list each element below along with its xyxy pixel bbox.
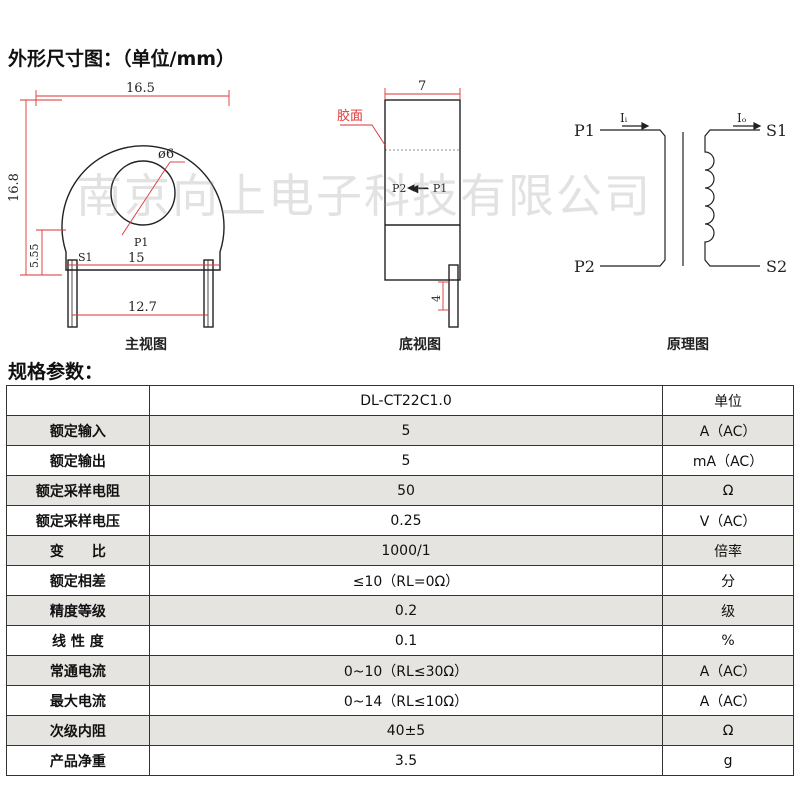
spec-name-cell: 次级内阻 xyxy=(6,715,150,746)
front-view-dimensions xyxy=(20,90,230,316)
spec-unit-cell: V（AC） xyxy=(662,505,794,536)
spec-name-cell: 精度等级 xyxy=(6,595,150,626)
spec-value-cell: 0~10（RL≤30Ω） xyxy=(148,655,664,686)
principle-diagram xyxy=(600,122,762,267)
principle-p1-label: P1 xyxy=(574,121,595,140)
spec-unit-cell: % xyxy=(662,625,794,656)
spec-value-cell: 5 xyxy=(148,445,664,476)
spec-name-cell: 最大电流 xyxy=(6,685,150,716)
spec-name-cell: 额定输出 xyxy=(6,445,150,476)
principle-s2-label: S2 xyxy=(766,257,787,276)
spec-table-row: 额定相差≤10（RL=0Ω）分 xyxy=(6,565,794,596)
spec-value-cell: 1000/1 xyxy=(148,535,664,566)
spec-unit-cell: 级 xyxy=(662,595,794,626)
spec-unit-cell: mA（AC） xyxy=(662,445,794,476)
spec-value-cell: 3.5 xyxy=(148,745,664,776)
spec-name-cell: 额定采样电压 xyxy=(6,505,150,536)
spec-unit-cell: A（AC） xyxy=(662,655,794,686)
spec-table-header: DL-CT22C1.0 单位 xyxy=(6,385,794,416)
principle-view-caption: 原理图 xyxy=(667,337,709,353)
pin-length-label: 4 xyxy=(430,295,443,302)
front-view-drawing xyxy=(61,145,225,328)
spec-section-title: 规格参数： xyxy=(8,361,104,383)
spec-unit-cell: Ω xyxy=(662,715,794,746)
pin-spacing-label: 12.7 xyxy=(128,300,157,315)
spec-value-cell: 0.2 xyxy=(148,595,664,626)
principle-p2-label: P2 xyxy=(574,257,595,276)
glue-surface-label: 胶面 xyxy=(337,108,363,124)
spec-value-cell: 0.1 xyxy=(148,625,664,656)
input-current-label: Iᵢ xyxy=(620,111,628,125)
spec-value-cell: ≤10（RL=0Ω） xyxy=(148,565,664,596)
current-direction-label: P2 ◀— P1 xyxy=(392,182,447,195)
spec-unit-cell: 分 xyxy=(662,565,794,596)
bottom-view-dimensions xyxy=(340,88,461,311)
spec-name-cell: 变 比 xyxy=(6,535,150,566)
dimension-drawings: 16.5 16.8 ø6 5.55 15 12.7 S1 P1 7 胶面 P2 … xyxy=(7,79,787,328)
front-view-caption: 主视图 xyxy=(125,337,167,353)
spec-value-cell: 0.25 xyxy=(148,505,664,536)
principle-s1-label: S1 xyxy=(766,121,787,140)
bottom-width-label: 7 xyxy=(418,79,426,94)
spec-unit-cell: Ω xyxy=(662,475,794,506)
spec-unit-cell: g xyxy=(662,745,794,776)
spec-unit-cell: 倍率 xyxy=(662,535,794,566)
front-s1-label: S1 xyxy=(78,251,93,264)
spec-value-cell: 50 xyxy=(148,475,664,506)
bottom-view-drawing xyxy=(384,99,461,328)
spec-name-cell: 额定输入 xyxy=(6,415,150,446)
inner-width-label: 15 xyxy=(128,251,145,266)
front-p1-label: P1 xyxy=(134,236,148,249)
principle-labels: P1 P2 S1 S2 Iᵢ Iₒ xyxy=(574,111,787,276)
header-model-cell: DL-CT22C1.0 xyxy=(148,385,664,416)
spec-name-cell: 常通电流 xyxy=(6,655,150,686)
bottom-view-caption: 底视图 xyxy=(399,337,441,353)
output-current-label: Iₒ xyxy=(737,111,747,125)
spec-name-cell: 额定相差 xyxy=(6,565,150,596)
front-view-dimension-text: 16.5 16.8 ø6 5.55 15 12.7 S1 P1 xyxy=(7,81,174,315)
front-width-label: 16.5 xyxy=(126,81,155,96)
hole-diameter-label: ø6 xyxy=(158,147,174,162)
spec-value-cell: 0~14（RL≤10Ω） xyxy=(148,685,664,716)
spec-value-cell: 40±5 xyxy=(148,715,664,746)
front-height-label: 16.8 xyxy=(7,173,22,202)
spec-unit-cell: A（AC） xyxy=(662,415,794,446)
spec-name-cell: 产品净重 xyxy=(6,745,150,776)
spec-unit-cell: A（AC） xyxy=(662,685,794,716)
header-name-cell xyxy=(6,385,150,416)
spec-value-cell: 5 xyxy=(148,415,664,446)
spec-name-cell: 额定采样电阻 xyxy=(6,475,150,506)
spec-name-cell: 线 性 度 xyxy=(6,625,150,656)
header-unit-cell: 单位 xyxy=(662,385,794,416)
dimension-section-title: 外形尺寸图：（单位/mm） xyxy=(8,48,236,70)
bottom-view-dimension-text: 7 胶面 P2 ◀— P1 4 xyxy=(337,79,447,302)
bottom-height-label: 5.55 xyxy=(28,244,41,269)
